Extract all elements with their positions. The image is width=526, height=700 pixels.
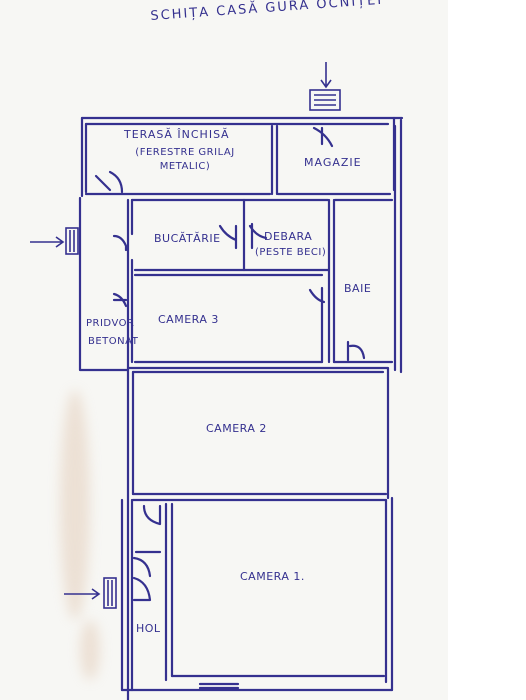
door-swing <box>218 224 238 250</box>
door-swing <box>132 576 152 602</box>
door-swing <box>308 286 326 308</box>
room-note-debara: (PESTE BECI) <box>255 247 327 258</box>
window-mark <box>198 682 240 690</box>
room-label-camera3: CAMERA 3 <box>158 313 219 326</box>
paper-stain <box>60 390 90 620</box>
arrow-down-icon <box>320 62 332 89</box>
page-margin <box>448 0 526 700</box>
arrow-right-icon <box>30 236 65 248</box>
outer-wall <box>78 196 130 372</box>
paper-stain <box>80 620 100 680</box>
door-swing <box>112 234 128 252</box>
room-label-camera1: CAMERA 1. <box>240 570 305 583</box>
wall <box>126 366 390 500</box>
room-label-pridvor: PRIDVOR <box>86 318 135 329</box>
room-label-debara: DEBARA <box>264 230 313 243</box>
room-label-hol: HOL <box>136 622 161 635</box>
room-label-baie: BAIE <box>344 282 372 295</box>
room-label-magazie: MAGAZIE <box>304 156 362 169</box>
step-icon <box>309 89 341 111</box>
step-icon <box>65 227 79 255</box>
door-swing <box>346 340 366 362</box>
room-note-terasa: (FERESTRE GRILAJ METALIC) <box>135 147 235 172</box>
step-icon <box>103 577 117 609</box>
room-label-camera2: CAMERA 2 <box>206 422 267 435</box>
entry-marker <box>30 62 341 609</box>
room-label-bucatarie: BUCĂTĂRIE <box>154 232 221 245</box>
door-swing <box>142 504 162 526</box>
door-swing <box>312 126 334 148</box>
door-swing <box>94 170 124 194</box>
arrow-right-icon <box>64 588 101 600</box>
room-label-terasa: TERASĂ ÎNCHISĂ <box>124 128 230 141</box>
door-swing <box>132 556 152 578</box>
room-note-pridvor: BETONAT <box>88 336 139 347</box>
door-swing <box>248 222 268 250</box>
door-swing <box>112 292 128 308</box>
